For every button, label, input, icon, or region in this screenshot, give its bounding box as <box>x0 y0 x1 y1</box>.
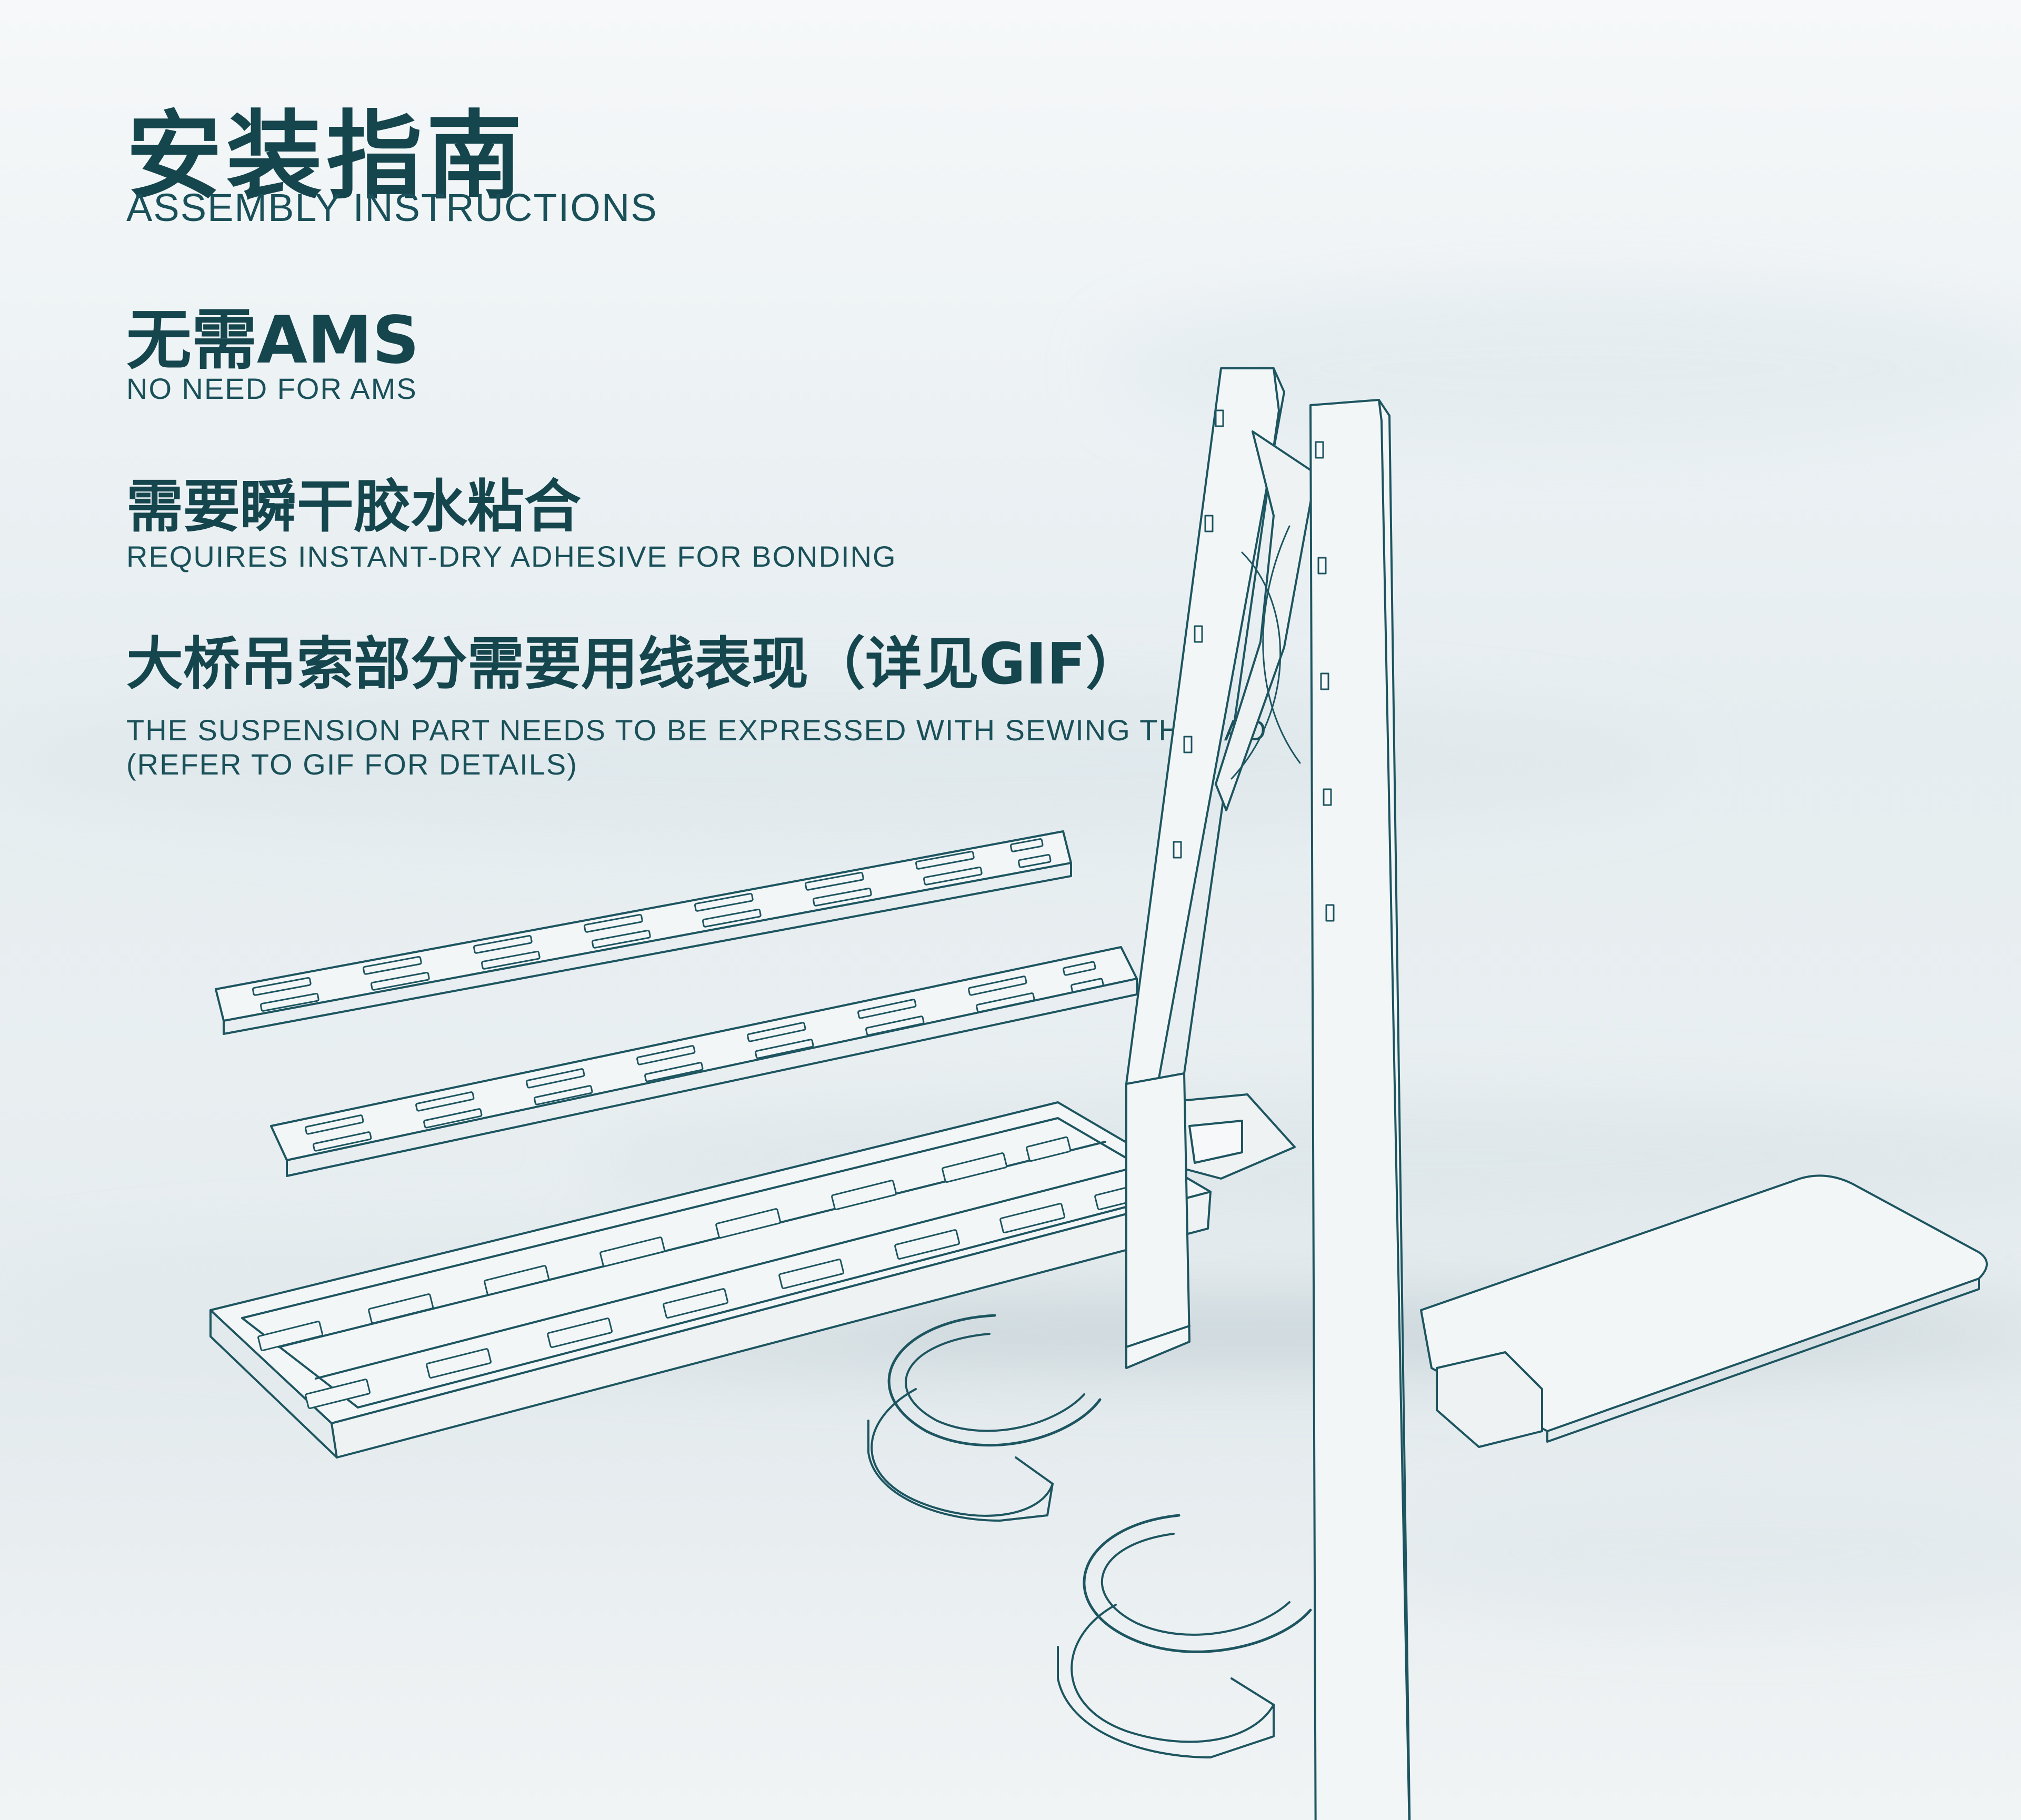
bridge-tower <box>1126 368 1410 1820</box>
adhesive-cn: 需要瞬干胶水粘合 <box>126 474 582 540</box>
ring-segment-lower <box>1058 1515 1310 1757</box>
deck-plate-1 <box>216 831 1071 1034</box>
adhesive-en: REQUIRES INSTANT-DRY ADHESIVE FOR BONDIN… <box>126 540 897 573</box>
ring-segment-upper <box>868 1315 1100 1521</box>
base-plate <box>1421 1175 1987 1447</box>
thread-en-line2: (REFER TO GIF FOR DETAILS) <box>126 748 578 781</box>
title-cn: 安装指南 <box>126 100 526 212</box>
no-ams-en: NO NEED FOR AMS <box>126 372 417 405</box>
no-ams-cn: 无需AMS <box>126 303 419 378</box>
deck-tray <box>211 1102 1210 1457</box>
title-en: ASSEMBLY INSTRUCTIONS <box>126 186 658 229</box>
thread-cn: 大桥吊索部分需要用线表现（详见GIF） <box>126 631 1143 697</box>
deck-plate-2 <box>271 947 1137 1176</box>
thread-en-line1: THE SUSPENSION PART NEEDS TO BE EXPRESSE… <box>126 713 1267 747</box>
